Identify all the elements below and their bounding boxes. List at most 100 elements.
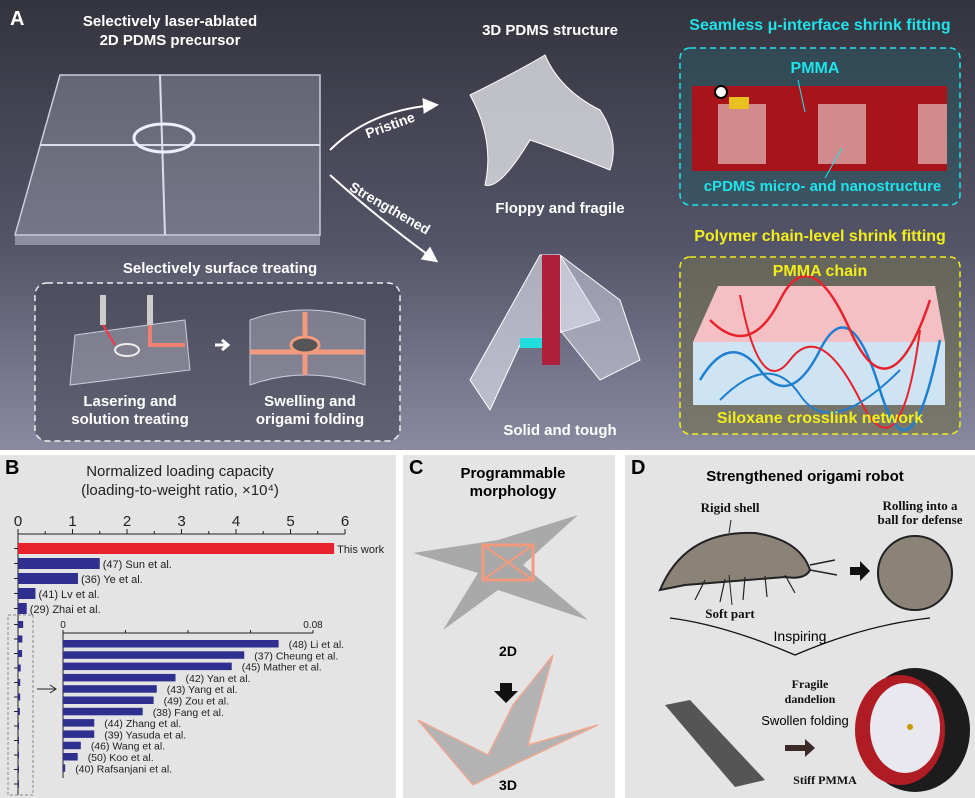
mini-bar	[18, 635, 23, 643]
panel-label: A	[10, 8, 25, 30]
inset-bar	[63, 764, 66, 772]
panel-c: C Programmable morphology 2D 3D	[403, 455, 615, 798]
polymer-title: Polymer chain-level shrink fitting	[694, 228, 946, 245]
down-arrow-icon	[494, 683, 518, 703]
strengthened-arrow	[329, 174, 439, 263]
panel-b: B Normalized loading capacity (loading-t…	[0, 455, 396, 798]
robot-illustrations	[658, 519, 970, 792]
label-2d: 2D	[499, 643, 517, 659]
inset-bar-label: (45) Mather et al.	[242, 662, 322, 674]
bar-label: (47) Sun et al.	[103, 559, 172, 571]
mini-bar	[18, 751, 19, 759]
swelling-label: Swelling and origami folding	[255, 393, 365, 428]
inset-bar	[63, 662, 232, 671]
bar	[18, 573, 78, 584]
right-arrow-icon	[850, 561, 870, 581]
mini-bar	[18, 679, 21, 686]
siloxane-label: Siloxane crosslink network	[716, 410, 924, 427]
mini-bar	[18, 621, 24, 628]
structure-title: 3D PDMS structure	[482, 22, 618, 39]
inset-tick-label: 0.08	[303, 620, 323, 631]
programmable-title: Programmable morphology	[460, 465, 566, 500]
inset-bar-label: (38) Fang et al.	[153, 707, 224, 719]
rolling-label: Rolling into a ball for defense	[877, 498, 963, 527]
bar	[18, 588, 36, 599]
inset-bar	[63, 730, 95, 738]
tick-label: 4	[232, 513, 240, 530]
rolled-ball-icon	[877, 535, 953, 611]
inset-bar-label: (50) Koo et al.	[88, 752, 154, 764]
inset-bar	[63, 753, 78, 761]
crane-3d	[417, 654, 599, 786]
panel-label: C	[409, 457, 424, 479]
tick-label: 6	[341, 513, 349, 530]
mini-bar	[18, 737, 19, 744]
panel-d: D Strengthened origami robot Rigid shell…	[625, 455, 975, 798]
inset-bar	[63, 673, 176, 682]
precursor-title: Selectively laser-ablated 2D PDMS precur…	[82, 13, 258, 49]
tick-label: 3	[177, 513, 185, 530]
tick-label: 5	[286, 513, 294, 530]
robot-title: Strengthened origami robot	[706, 468, 904, 485]
inset-bar-label: (37) Cheung et al.	[254, 650, 338, 662]
floppy-label: Floppy and fragile	[495, 200, 625, 217]
mini-bar	[18, 722, 19, 730]
magnifier-icon	[714, 85, 728, 99]
panel-a-illustrations	[14, 47, 961, 442]
inset-bar-label: (49) Zou et al.	[164, 696, 229, 708]
inset-bar-label: (40) Rafsanjani et al.	[75, 763, 172, 775]
inset-bar	[63, 696, 154, 704]
pmma-label: PMMA	[790, 60, 840, 77]
pdms-precursor-sheet	[14, 74, 321, 245]
bar-label: (29) Zhai et al.	[30, 604, 101, 616]
bar	[18, 543, 335, 554]
right-arrow-icon	[785, 739, 815, 757]
surface-title: Selectively surface treating	[122, 260, 318, 277]
swollen-label: Swollen folding	[761, 713, 849, 728]
tick-label: 2	[123, 513, 131, 530]
inset-bar	[63, 651, 245, 659]
inset-bar	[63, 741, 81, 750]
panel-a: A Selectively laser-ablated 2D PDMS prec…	[0, 0, 975, 450]
inset-bar-label: (42) Yan et al.	[186, 673, 251, 685]
seamless-box	[679, 47, 961, 206]
panel-label: B	[5, 457, 20, 479]
arrow-icon	[37, 684, 57, 694]
rigid-shell-label: Rigid shell	[700, 500, 760, 515]
mini-bar	[18, 766, 19, 773]
inset-bar-label: (48) Li et al.	[289, 639, 344, 651]
label-3d: 3D	[499, 777, 517, 793]
tick-label: 1	[68, 513, 76, 530]
fragile-label: Fragile dandelion	[784, 677, 836, 706]
pristine-arrow	[329, 97, 439, 151]
mini-bar	[18, 650, 23, 657]
seamless-title: Seamless μ-interface shrink fitting	[689, 17, 951, 34]
mini-bar	[18, 664, 21, 672]
bar-label: This work	[337, 544, 385, 556]
brace	[669, 617, 931, 656]
soft-part-label: Soft part	[705, 606, 755, 621]
inset-bar-label: (46) Wang et al.	[91, 741, 165, 753]
chart-axis-label: (loading-to-weight ratio, ×10⁴)	[81, 482, 279, 499]
bar	[18, 603, 27, 614]
floppy-structure	[469, 54, 614, 186]
mini-bar	[18, 693, 21, 701]
chart-title: Normalized loading capacity	[86, 463, 274, 480]
inset-bar	[63, 707, 143, 716]
strip-icon	[665, 700, 765, 787]
inspiring-label: Inspiring	[773, 628, 827, 644]
panel-label: D	[631, 457, 646, 479]
bar	[18, 558, 100, 569]
pmma-chain-label: PMMA chain	[772, 263, 868, 280]
arrow-icon	[215, 338, 231, 352]
star-2d	[413, 515, 588, 630]
tick-label: 0	[14, 513, 22, 530]
bar-label: (36) Ye et al.	[81, 574, 143, 586]
mini-bar	[18, 780, 19, 788]
cpdms-label: cPDMS micro- and nanostructure	[703, 178, 942, 195]
inset-bar	[63, 685, 157, 693]
wheel-icon	[855, 668, 970, 792]
surface-treating-box	[34, 282, 401, 442]
inset-zoom-box	[7, 614, 34, 796]
inset-bar-label: (43) Yang et al.	[167, 684, 238, 696]
